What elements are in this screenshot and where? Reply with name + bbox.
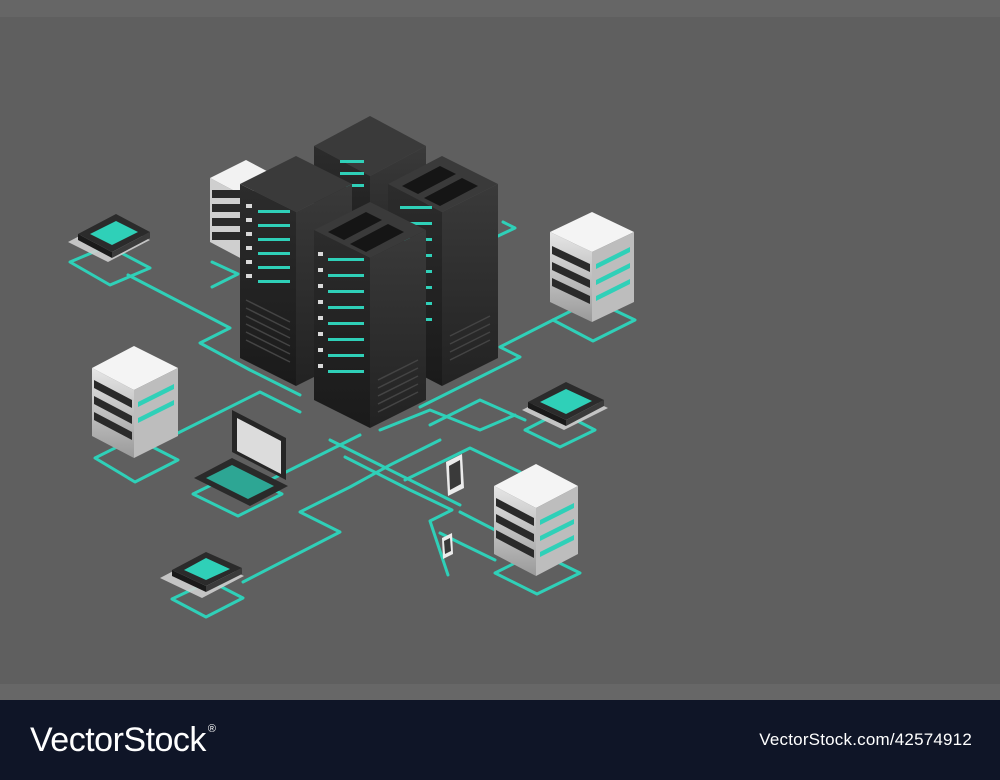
storage-server-icon	[494, 464, 578, 576]
laptop-icon	[194, 410, 288, 506]
server-tower-icon	[314, 202, 426, 428]
smartphone-icon	[442, 533, 453, 559]
storage-server-icon	[210, 160, 280, 260]
cpu-chip-icon	[160, 552, 244, 598]
cpu-chip-icon	[522, 382, 608, 430]
illustration-background	[0, 17, 1000, 684]
top-band	[0, 0, 1000, 17]
vectorstock-logo: VectorStock®	[30, 721, 216, 760]
storage-server-icon	[92, 346, 178, 458]
watermark-bar: VectorStock® VectorStock.com/42574912	[0, 700, 1000, 780]
brand-name: VectorStock	[30, 720, 206, 759]
cpu-chip-icon	[68, 214, 150, 262]
registered-mark: ®	[207, 722, 216, 735]
storage-server-icon	[550, 212, 634, 322]
network-illustration	[68, 116, 637, 619]
image-id: VectorStock.com/42574912	[759, 730, 972, 749]
tablet-icon	[446, 454, 464, 496]
bottom-band	[0, 684, 1000, 700]
